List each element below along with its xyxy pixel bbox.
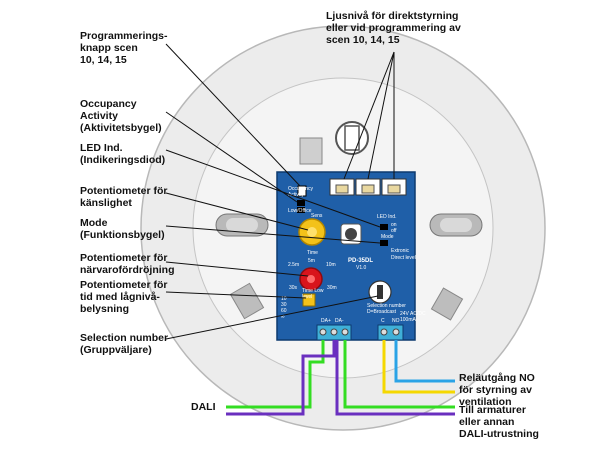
callout-scene-10 (343, 51, 395, 180)
pcb-da-minus: DA- (335, 318, 344, 324)
relay-screw-c (380, 328, 388, 336)
selection-rotary-slot (377, 285, 383, 299)
scene-14-dial (361, 184, 375, 194)
mode-jumper (380, 240, 388, 246)
label-led-ind: LED Ind. (Indikeringsdiod) (80, 142, 166, 166)
led-jumper (380, 224, 388, 230)
label-mode: Mode (Funktionsbygel) (80, 217, 165, 241)
sensitivity-knob (307, 227, 317, 237)
sensor-element (345, 228, 357, 240)
pcb-mode: Mode (381, 234, 394, 240)
label-programming-button: Programmerings- knapp scen 10, 14, 15 (80, 30, 168, 66)
relay-wire-blue (394, 340, 455, 383)
callout-occupancy (165, 111, 298, 203)
relay-wire-yellow (382, 340, 455, 394)
dali-wire-purple-left (226, 340, 336, 416)
pcb-sens: Sens (311, 213, 323, 219)
label-relay: Reläutgång NO för styrning av ventilatio… (459, 372, 535, 408)
callout-scene-14 (367, 51, 395, 180)
dali-wire-green-right (343, 340, 455, 409)
occupancy-jumper-2 (297, 207, 305, 213)
pcb-led-ind: LED Ind. (377, 214, 396, 220)
label-light-level: Ljusnivå för direktstyrning eller vid pr… (326, 10, 461, 46)
pcb-t-10m: 10m (326, 262, 336, 268)
callout-prog (165, 43, 301, 187)
right-slot-inner (440, 218, 472, 232)
pcb-low-office: Low/Office (288, 208, 312, 214)
pcb-c: C (381, 318, 385, 324)
pcb-t-2-5m: 2.5m (288, 262, 299, 268)
label-delay: Potentiometer för närvarofördröjning (80, 252, 175, 276)
pcb-no: NO (392, 318, 400, 324)
scene-15-dial (387, 184, 401, 194)
pcb-direct-level: Direct level (391, 255, 416, 261)
callout-mode (165, 225, 381, 244)
label-low-level: Potentiometer för tid med lågnivå- belys… (80, 279, 168, 315)
left-slot-inner (226, 218, 258, 232)
bottom-right-clip (430, 287, 464, 321)
label-fixtures: Till armaturer eller annan DALI-utrustni… (459, 404, 539, 440)
wiring (226, 340, 455, 416)
dali-screw-3 (341, 328, 349, 336)
occupancy-jumper (297, 200, 305, 206)
pcb-da-plus: DA+ (321, 318, 331, 324)
pcb-t-30m: 30m (327, 285, 337, 291)
dali-wire-purple-right (335, 340, 455, 416)
dali-screw-1 (319, 328, 327, 336)
label-dali: DALI (191, 401, 216, 413)
programming-button (297, 185, 307, 197)
delay-knob (307, 275, 315, 283)
top-latch-key (344, 125, 360, 151)
pcb-on: on (391, 222, 397, 228)
pcb-model: PD-35DL (348, 258, 373, 264)
dali-screw-2 (330, 328, 338, 336)
pcb-extronic: Extronic (391, 248, 410, 254)
callout-lines (165, 43, 395, 340)
callout-selection (165, 295, 379, 340)
pcb-t-30s: 30s (289, 285, 298, 291)
scene-10-dial (335, 184, 349, 194)
low-level-potentiometer (302, 293, 316, 307)
callout-delay (165, 261, 309, 277)
pcb-version: V1.0 (356, 265, 367, 271)
label-selection: Selection number (Gruppväljare) (80, 332, 169, 356)
callout-low (165, 291, 307, 299)
callout-led (165, 149, 381, 228)
top-left-clip (299, 137, 323, 165)
callout-sens (165, 192, 309, 231)
pcb-off: off (391, 228, 397, 234)
relay-screw-no (392, 328, 400, 336)
pcb-time-5m: 5m (308, 258, 315, 264)
pcb-time: Time (307, 250, 318, 256)
label-occupancy: Occupancy Activity (Aktivitetsbygel) (80, 98, 162, 134)
label-sensitivity: Potentiometer för känslighet (80, 185, 168, 209)
